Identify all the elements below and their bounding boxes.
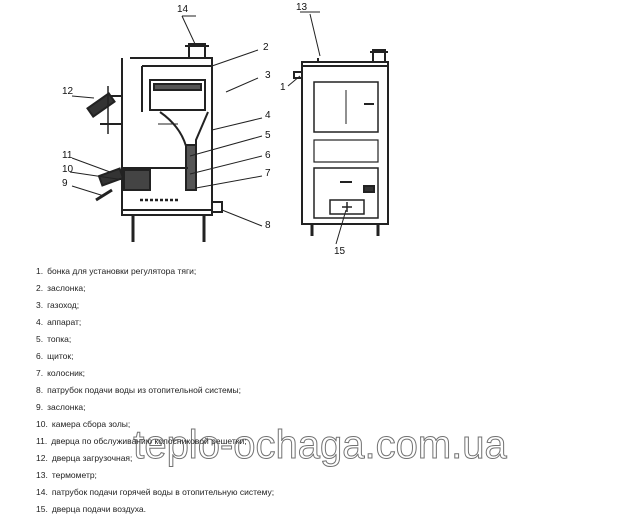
legend-item: 9.заслонка;	[36, 402, 86, 412]
damper	[95, 188, 113, 202]
callout-6: 6	[265, 150, 271, 161]
legend-item: 8.патрубок подачи воды из отопительной с…	[36, 385, 242, 395]
callout-2: 2	[263, 42, 269, 53]
callout-8: 8	[265, 220, 271, 231]
legend-item: 4.аппарат;	[36, 317, 82, 327]
front-lower-door	[313, 167, 379, 219]
ash-chamber	[123, 169, 151, 191]
callout-9: 9	[62, 178, 68, 189]
callout-7: 7	[265, 168, 271, 179]
front-upper-door	[313, 81, 379, 133]
legend-item: 1.бонка для установки регулятора тяги;	[36, 266, 197, 276]
legend-item: 10.камера сбора золы;	[36, 419, 131, 429]
legend-item: 6.щиток;	[36, 351, 74, 361]
callout-15: 15	[334, 246, 346, 257]
loading-door	[86, 86, 122, 134]
legend-item: 7.колосник;	[36, 368, 86, 378]
callout-5: 5	[265, 130, 271, 141]
leader-lines	[69, 11, 347, 245]
gas-duct	[149, 79, 206, 111]
legend-item: 11.дверца по обслуживанию колосниковой р…	[36, 436, 247, 446]
callout-10: 10	[62, 164, 74, 175]
callout-11: 11	[62, 150, 73, 161]
boiler-diagram: 14 2 3 12 4 5 11 6 10 7 9 8 13 1 15	[62, 2, 389, 257]
callout-1: 1	[280, 82, 286, 93]
return-pipe	[211, 201, 223, 213]
legend-item: 3.газоход;	[36, 300, 80, 310]
top-pipe	[372, 49, 386, 63]
legend-item: 14.патрубок подачи горячей воды в отопит…	[36, 487, 275, 497]
legend-item: 2.заслонка;	[36, 283, 86, 293]
callout-4: 4	[265, 110, 271, 121]
legend-item: 13.термометр;	[36, 470, 97, 480]
watermark-text: teplo-ochaga.com.ua	[133, 423, 507, 467]
legend-item: 15.дверца подачи воздуха.	[36, 504, 147, 514]
air-door	[329, 199, 365, 215]
watermark: teplo-ochaga.com.ua	[133, 423, 508, 468]
hot-water-pipe	[188, 43, 206, 59]
section-view	[86, 43, 223, 242]
grate-door	[97, 167, 125, 187]
callout-14: 14	[177, 4, 189, 15]
callout-13: 13	[296, 2, 308, 13]
callout-3: 3	[265, 70, 271, 81]
legend-item: 5.топка;	[36, 334, 72, 344]
legend-item: 12.дверца загрузочная;	[36, 453, 133, 463]
callout-12: 12	[62, 86, 74, 97]
front-view	[293, 49, 389, 236]
